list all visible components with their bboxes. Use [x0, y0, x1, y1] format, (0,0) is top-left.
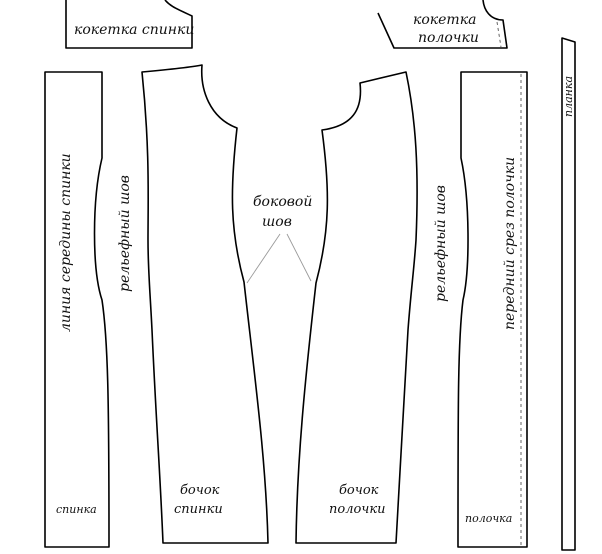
- side-seam-leader-right: [286, 233, 312, 282]
- front-piece-outline: [457, 71, 528, 548]
- relief-seam-front-label: рельефный шов: [433, 185, 449, 302]
- back-yoke-label: кокетка спинки: [74, 22, 194, 38]
- side-seam-leader-left: [246, 233, 281, 284]
- front-yoke-piece: кокетка полочки: [377, 0, 508, 49]
- back-yoke-piece: кокетка спинки: [65, 0, 194, 49]
- side-seam-label-line1: боковой: [253, 194, 312, 210]
- front-piece: рельефный шов передний срез полочки поло…: [433, 71, 528, 548]
- back-center-piece: линия середины спинки рельефный шов спин…: [44, 71, 133, 548]
- back-center-line-label: линия середины спинки: [58, 153, 74, 332]
- side-back-outline: [141, 64, 269, 544]
- front-edge-label: передний срез полочки: [502, 157, 518, 330]
- side-front-label-line2: полочки: [329, 502, 386, 517]
- front-yoke-dashed-edge: [496, 21, 502, 48]
- back-piece-label: спинка: [56, 503, 97, 516]
- placket-piece: планка: [561, 37, 576, 551]
- side-front-label-line1: бочок: [339, 483, 379, 498]
- side-back-label-line1: бочок: [180, 483, 220, 498]
- side-seam-callout: боковой шов: [246, 194, 312, 284]
- side-back-label-line2: спинки: [174, 502, 223, 517]
- front-yoke-outline: [377, 0, 508, 49]
- side-seam-label-line2: шов: [262, 214, 292, 230]
- front-yoke-label-line1: кокетка: [413, 12, 476, 28]
- side-front-outline: [295, 71, 418, 544]
- front-piece-label: полочка: [465, 512, 512, 525]
- back-center-outline: [44, 71, 110, 548]
- relief-seam-back-label: рельефный шов: [117, 175, 133, 292]
- side-front-piece: бочок полочки: [295, 71, 418, 544]
- placket-outline: [561, 37, 576, 551]
- back-yoke-outline: [65, 0, 193, 49]
- side-back-piece: бочок спинки: [141, 64, 269, 544]
- front-yoke-label-line2: полочки: [418, 30, 479, 46]
- placket-label: планка: [562, 76, 575, 117]
